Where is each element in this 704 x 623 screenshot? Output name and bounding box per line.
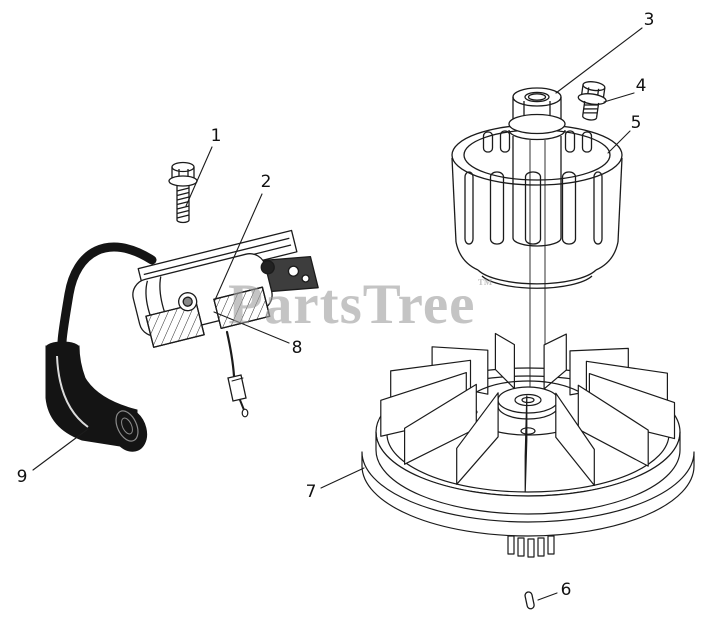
- callout-7: 7: [305, 482, 317, 502]
- ignition-coil: [132, 229, 319, 348]
- flywheel-key: [524, 591, 535, 610]
- callout-2: 2: [260, 172, 272, 192]
- fan-blades-front: [380, 372, 676, 493]
- flange-nut: [508, 87, 566, 141]
- starter-cup-assembly: [451, 81, 623, 289]
- projection-lines: [529, 140, 546, 396]
- callout-9: 9: [16, 467, 28, 487]
- callout-leader-lines: [32, 27, 643, 601]
- callout-4: 4: [635, 76, 647, 96]
- callout-8: 8: [291, 338, 303, 358]
- callout-5: 5: [630, 113, 642, 133]
- spark-plug-boot: [45, 341, 148, 452]
- callout-3: 3: [643, 10, 655, 30]
- callout-1: 1: [210, 126, 222, 146]
- terminal-wire: [225, 330, 249, 418]
- flywheel-teeth: [507, 535, 555, 558]
- flywheel: [361, 140, 695, 558]
- callout-6: 6: [560, 580, 572, 600]
- coil-mounting-bolt: [168, 161, 198, 224]
- flange-bolt: [577, 81, 607, 121]
